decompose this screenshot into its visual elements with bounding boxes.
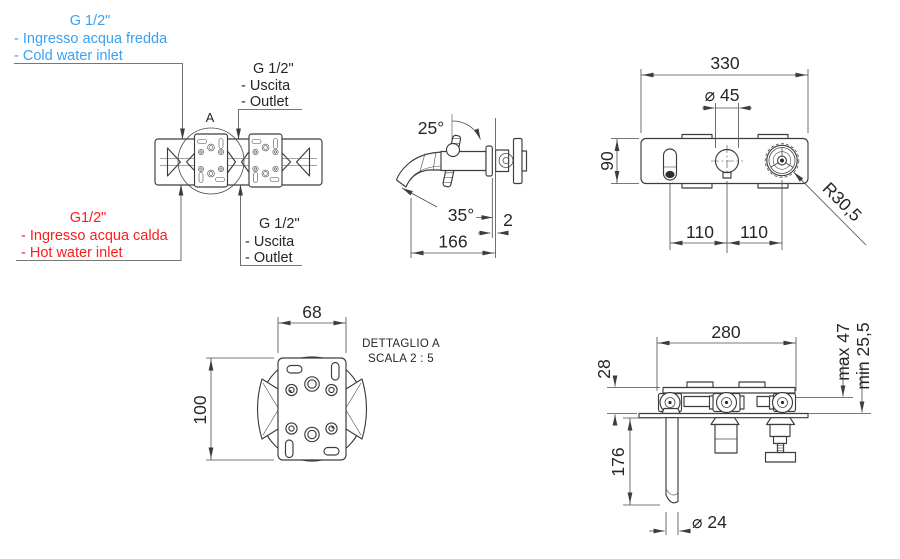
wing-right bbox=[345, 378, 368, 440]
dim-body-width: 280 bbox=[711, 322, 740, 342]
dim-faceplate-height: 90 bbox=[597, 151, 617, 171]
hot-inlet-label-en: - Hot water inlet bbox=[21, 245, 123, 261]
outlet-top-label-en: - Outlet bbox=[241, 94, 289, 110]
spout-front bbox=[662, 148, 678, 181]
outlet-bottom-leader bbox=[238, 184, 302, 266]
mounting-plate-left bbox=[193, 133, 229, 188]
cold-inlet-leader bbox=[14, 63, 185, 140]
dim-spout-diameter: ⌀ 24 bbox=[692, 512, 727, 532]
wall-plate-edge bbox=[638, 412, 809, 419]
cold-inlet-size: G 1/2" bbox=[70, 13, 111, 29]
handle-angle-arc bbox=[451, 120, 481, 140]
outlet-bottom-label-en: - Outlet bbox=[245, 250, 293, 266]
dim-spout-angle: 35° bbox=[448, 205, 474, 225]
detail-a-circle bbox=[177, 127, 245, 195]
spout-angle-leader bbox=[401, 187, 438, 208]
view-installed-side: 280 28 max 47 min 25,5 176 ⌀ 24 bbox=[594, 322, 873, 535]
dim-handle-angle: 25° bbox=[418, 118, 444, 138]
behind-wall-plate bbox=[512, 137, 523, 185]
spout-tube-down bbox=[665, 417, 679, 504]
dim-detail-plate-height: 100 bbox=[190, 395, 210, 424]
view-faceplate-front: 330 ⌀ 45 90 110 110 R30,5 bbox=[597, 53, 867, 253]
view-spout-side: 25° 35° 2 166 bbox=[395, 114, 528, 258]
view-detail-a: 68 100 DETTAGLIO A SCALA 2 : 5 bbox=[190, 302, 440, 462]
outlet-top-leader bbox=[236, 109, 302, 140]
view-roughin-assembly: A bbox=[14, 63, 323, 266]
handle-wheel-front bbox=[764, 143, 800, 178]
wing-left bbox=[256, 378, 279, 440]
connection-labels: G 1/2" - Ingresso acqua fredda - Cold wa… bbox=[14, 13, 300, 266]
dim-wall-min: min 25,5 bbox=[853, 322, 873, 389]
handle-boss bbox=[445, 142, 461, 158]
escutcheon-hole-front bbox=[711, 145, 743, 179]
dim-handle-radius: R30,5 bbox=[819, 178, 866, 225]
dim-escutcheon-diameter: ⌀ 45 bbox=[705, 85, 740, 105]
outlet-bottom-size: G 1/2" bbox=[259, 216, 300, 232]
cold-inlet-label-it: - Ingresso acqua fredda bbox=[14, 31, 168, 47]
dim-plate-thickness: 2 bbox=[503, 210, 513, 230]
hot-inlet-label-it: - Ingresso acqua calda bbox=[21, 228, 169, 244]
valve-bowtie-middle bbox=[226, 150, 251, 174]
mounting-plate-right bbox=[248, 133, 283, 188]
dim-wall-max: max 47 bbox=[833, 323, 853, 380]
dim-detail-plate-width: 68 bbox=[302, 302, 321, 322]
dim-spacing-left: 110 bbox=[686, 222, 714, 242]
radius-leader bbox=[793, 172, 867, 246]
dim-spacing-right: 110 bbox=[740, 222, 768, 242]
cold-inlet-label-en: - Cold water inlet bbox=[14, 48, 123, 64]
hot-inlet-size: G1/2" bbox=[70, 210, 107, 226]
mounting-rail bbox=[662, 386, 796, 394]
outlet-bottom-label-it: - Uscita bbox=[245, 234, 295, 250]
dim-depth: 28 bbox=[594, 359, 614, 378]
outlet-top-size: G 1/2" bbox=[253, 61, 294, 77]
detail-plate-outline bbox=[277, 357, 347, 461]
hot-inlet-leader bbox=[16, 184, 184, 261]
dim-spout-length: 166 bbox=[438, 232, 467, 252]
detail-a-marker: A bbox=[206, 110, 215, 125]
dim-spout-drop: 176 bbox=[608, 447, 628, 476]
dim-faceplate-width: 330 bbox=[710, 53, 739, 73]
detail-title: DETTAGLIO A bbox=[362, 338, 440, 350]
wall-escutcheon bbox=[485, 145, 493, 177]
handle-knurl-knob bbox=[764, 451, 797, 463]
outlet-top-label-it: - Uscita bbox=[241, 78, 291, 94]
threaded-pipe-left bbox=[683, 395, 714, 408]
spout-outline bbox=[395, 151, 444, 188]
detail-scale: SCALA 2 : 5 bbox=[368, 353, 434, 365]
